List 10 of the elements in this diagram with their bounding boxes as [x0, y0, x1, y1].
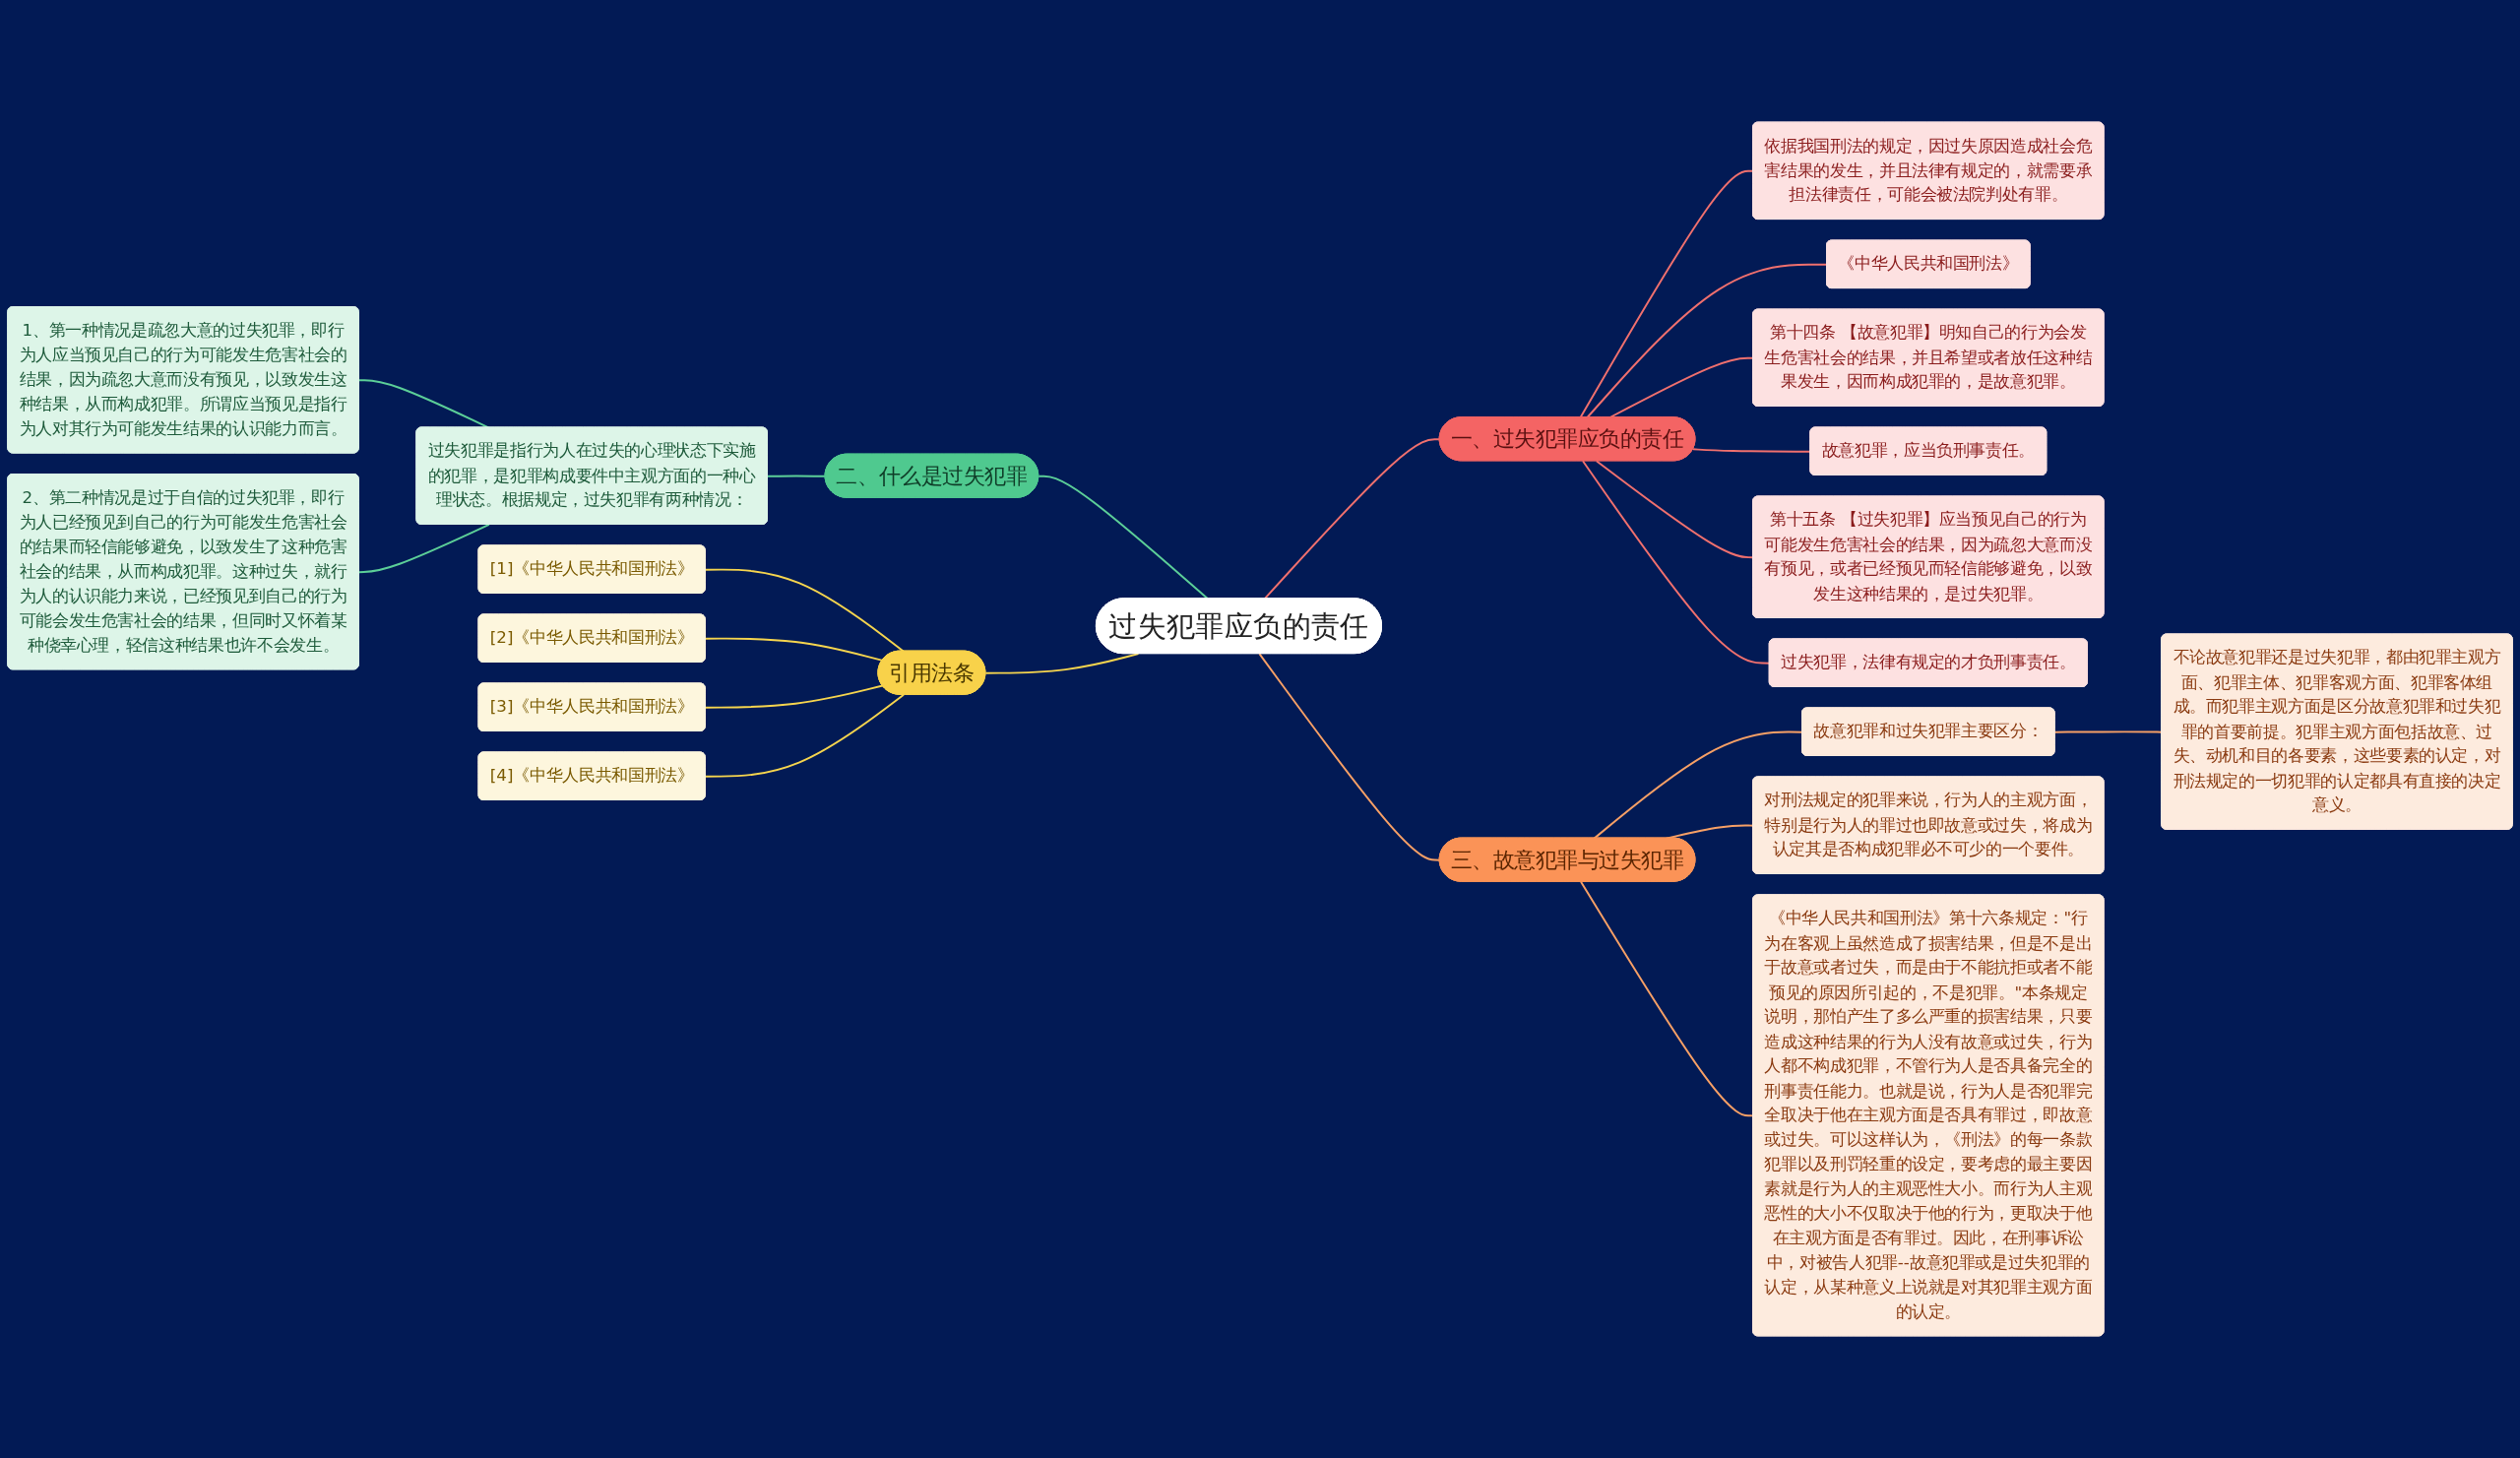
connector [984, 653, 1140, 674]
connector [704, 693, 905, 778]
connector [766, 475, 827, 477]
connector [357, 379, 490, 429]
connector [1258, 653, 1441, 861]
connector [704, 637, 884, 662]
connector [704, 684, 884, 709]
connector [704, 568, 905, 653]
connector [1582, 460, 1771, 665]
connector [357, 523, 490, 574]
